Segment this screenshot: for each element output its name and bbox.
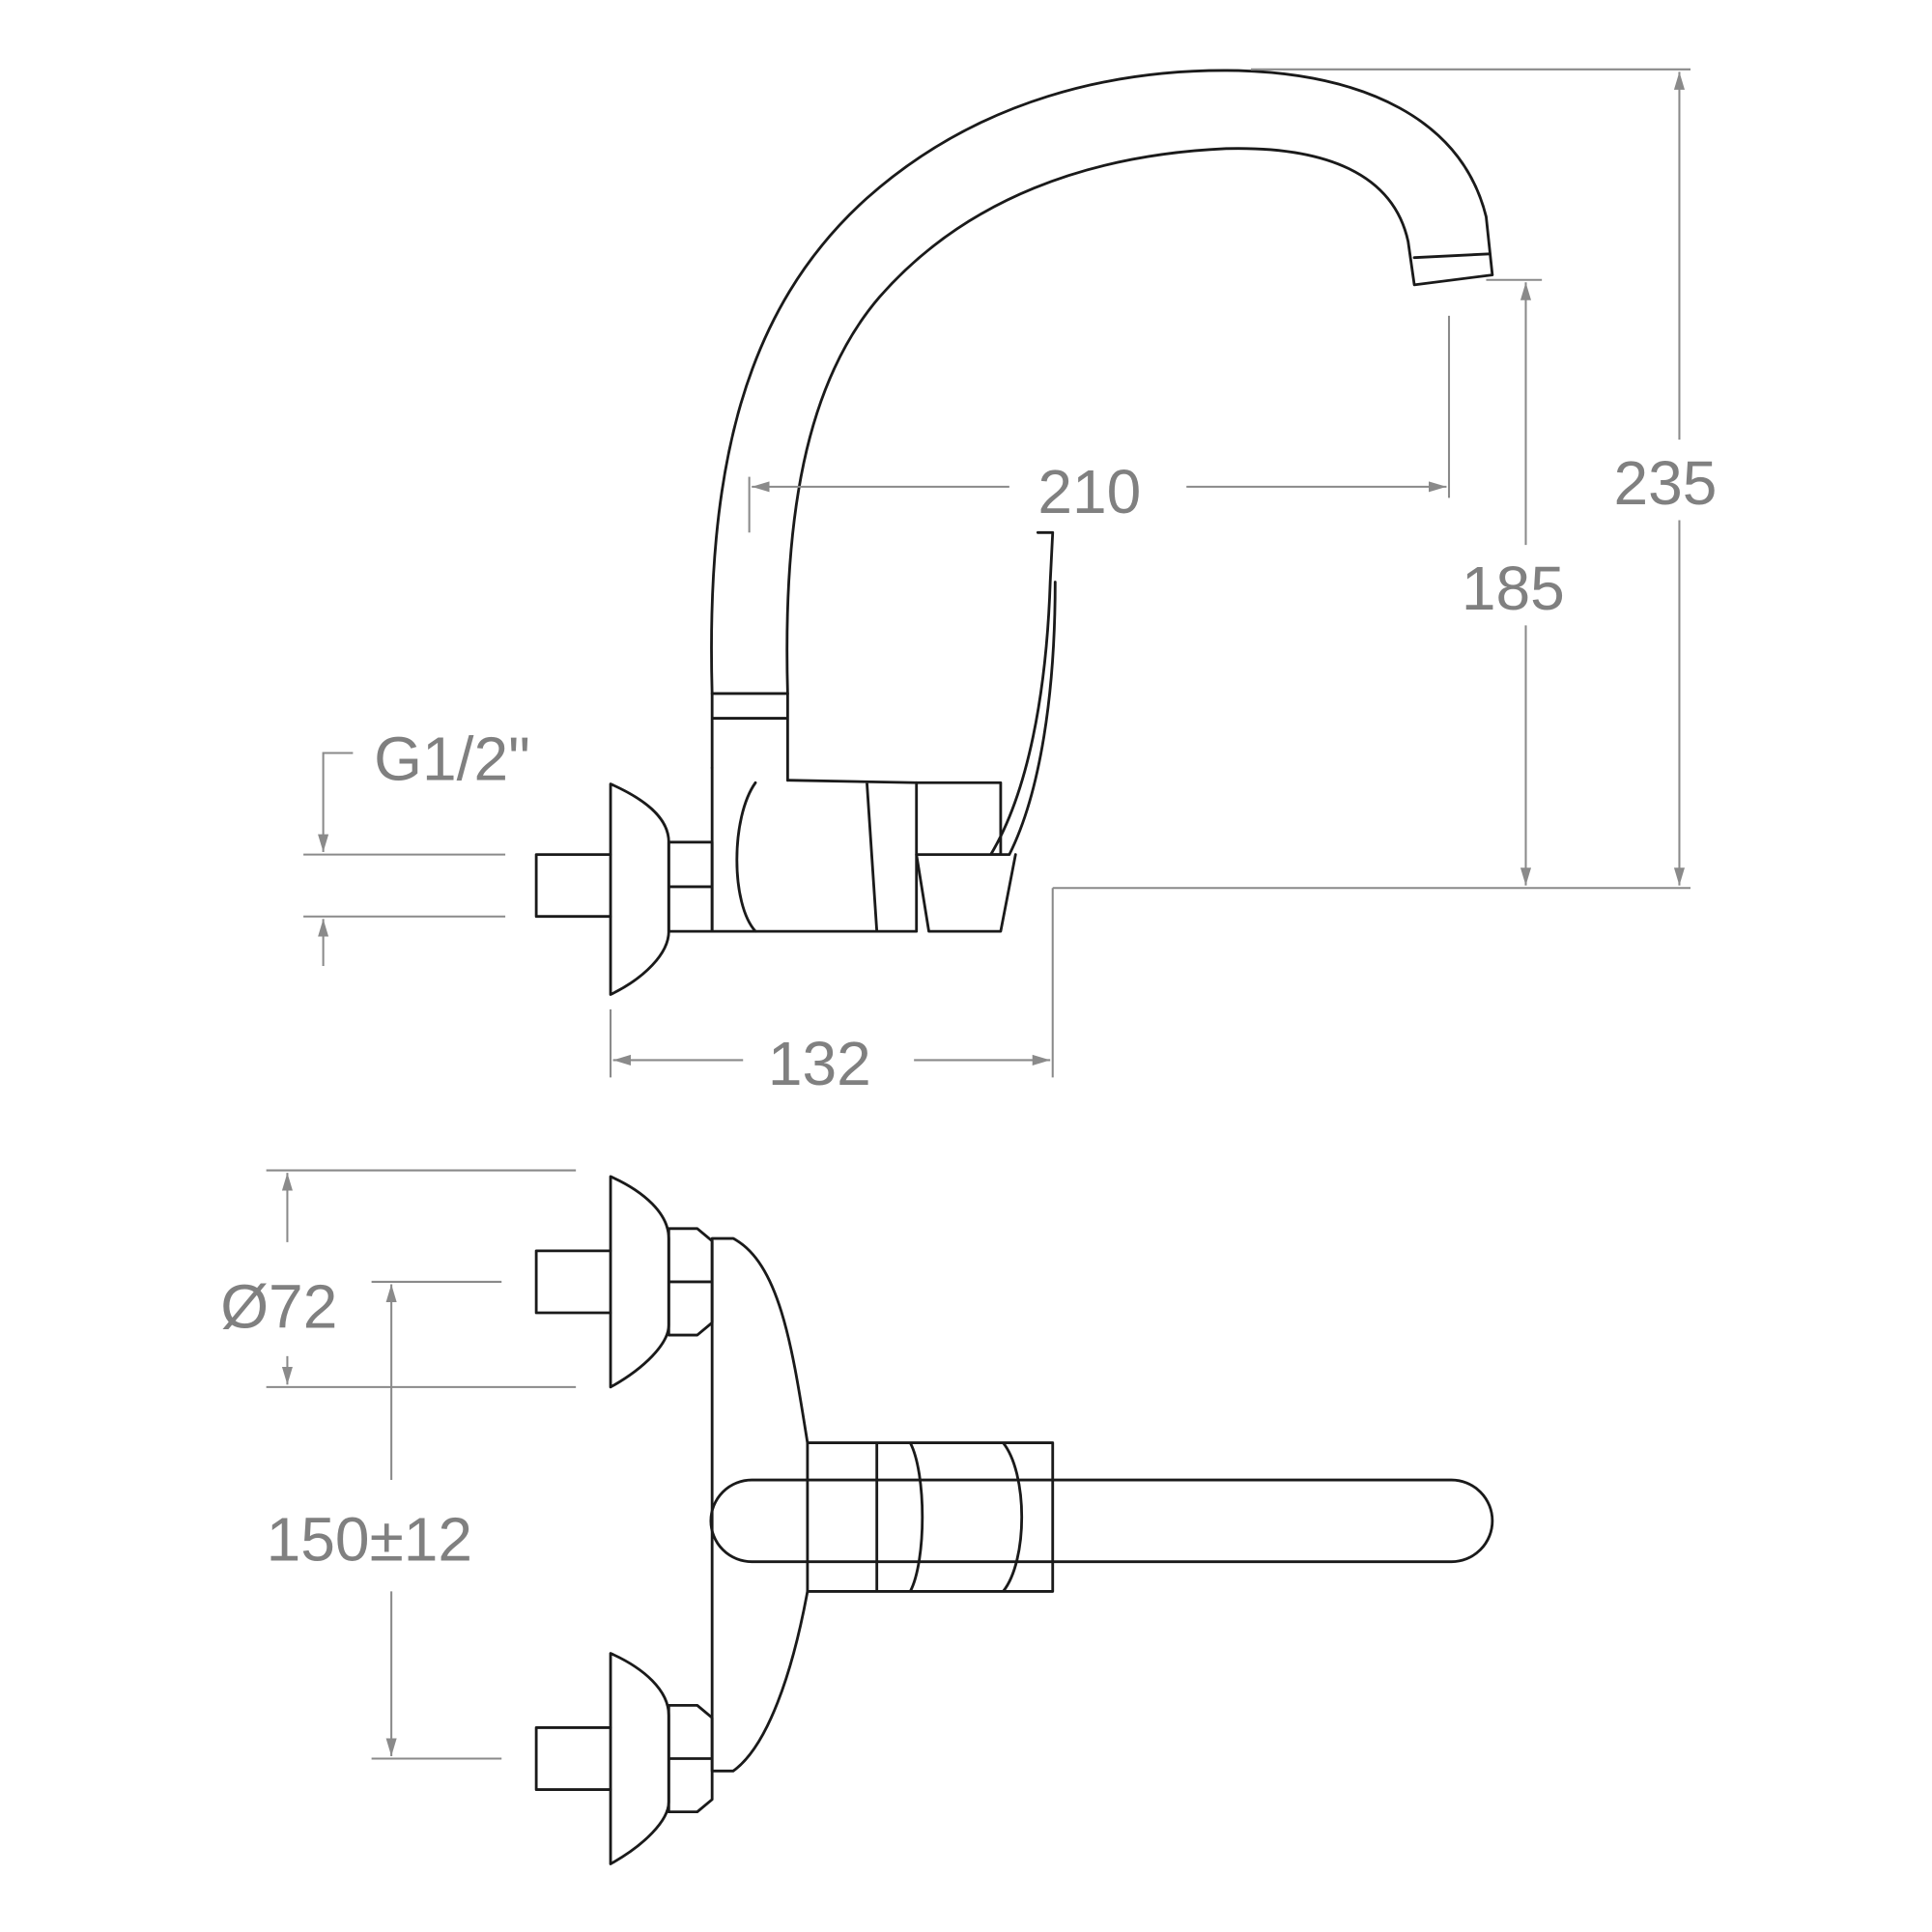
lever bbox=[989, 530, 1057, 857]
dim-132: 132 bbox=[768, 1029, 871, 1098]
side-dimensions: 235 185 210 132 G1/2" bbox=[303, 68, 1718, 1098]
dim-185: 185 bbox=[1462, 554, 1565, 623]
upper-connector bbox=[534, 1175, 714, 1389]
top-dimensions: Ø72 150±12 bbox=[220, 1169, 577, 1760]
dim-center-distance: 150±12 bbox=[267, 1504, 472, 1574]
cartridge-top bbox=[806, 1441, 1055, 1593]
inlet-pipe bbox=[534, 853, 612, 919]
flange bbox=[609, 782, 670, 996]
nut bbox=[667, 840, 714, 933]
lever-top bbox=[709, 1478, 1494, 1564]
dim-thread: G1/2" bbox=[374, 724, 530, 794]
spout-ring bbox=[1412, 252, 1492, 260]
spout-collar bbox=[710, 692, 789, 782]
top-view bbox=[534, 1175, 1494, 1865]
dim-235: 235 bbox=[1614, 448, 1718, 518]
dim-210: 210 bbox=[1037, 457, 1141, 526]
dim-flange-diameter: Ø72 bbox=[220, 1271, 337, 1341]
lower-connector bbox=[534, 1652, 714, 1865]
body-top bbox=[710, 1236, 810, 1773]
side-view bbox=[534, 69, 1494, 996]
mixer-body bbox=[710, 766, 919, 933]
spout bbox=[710, 69, 1494, 696]
cartridge bbox=[915, 781, 1017, 933]
